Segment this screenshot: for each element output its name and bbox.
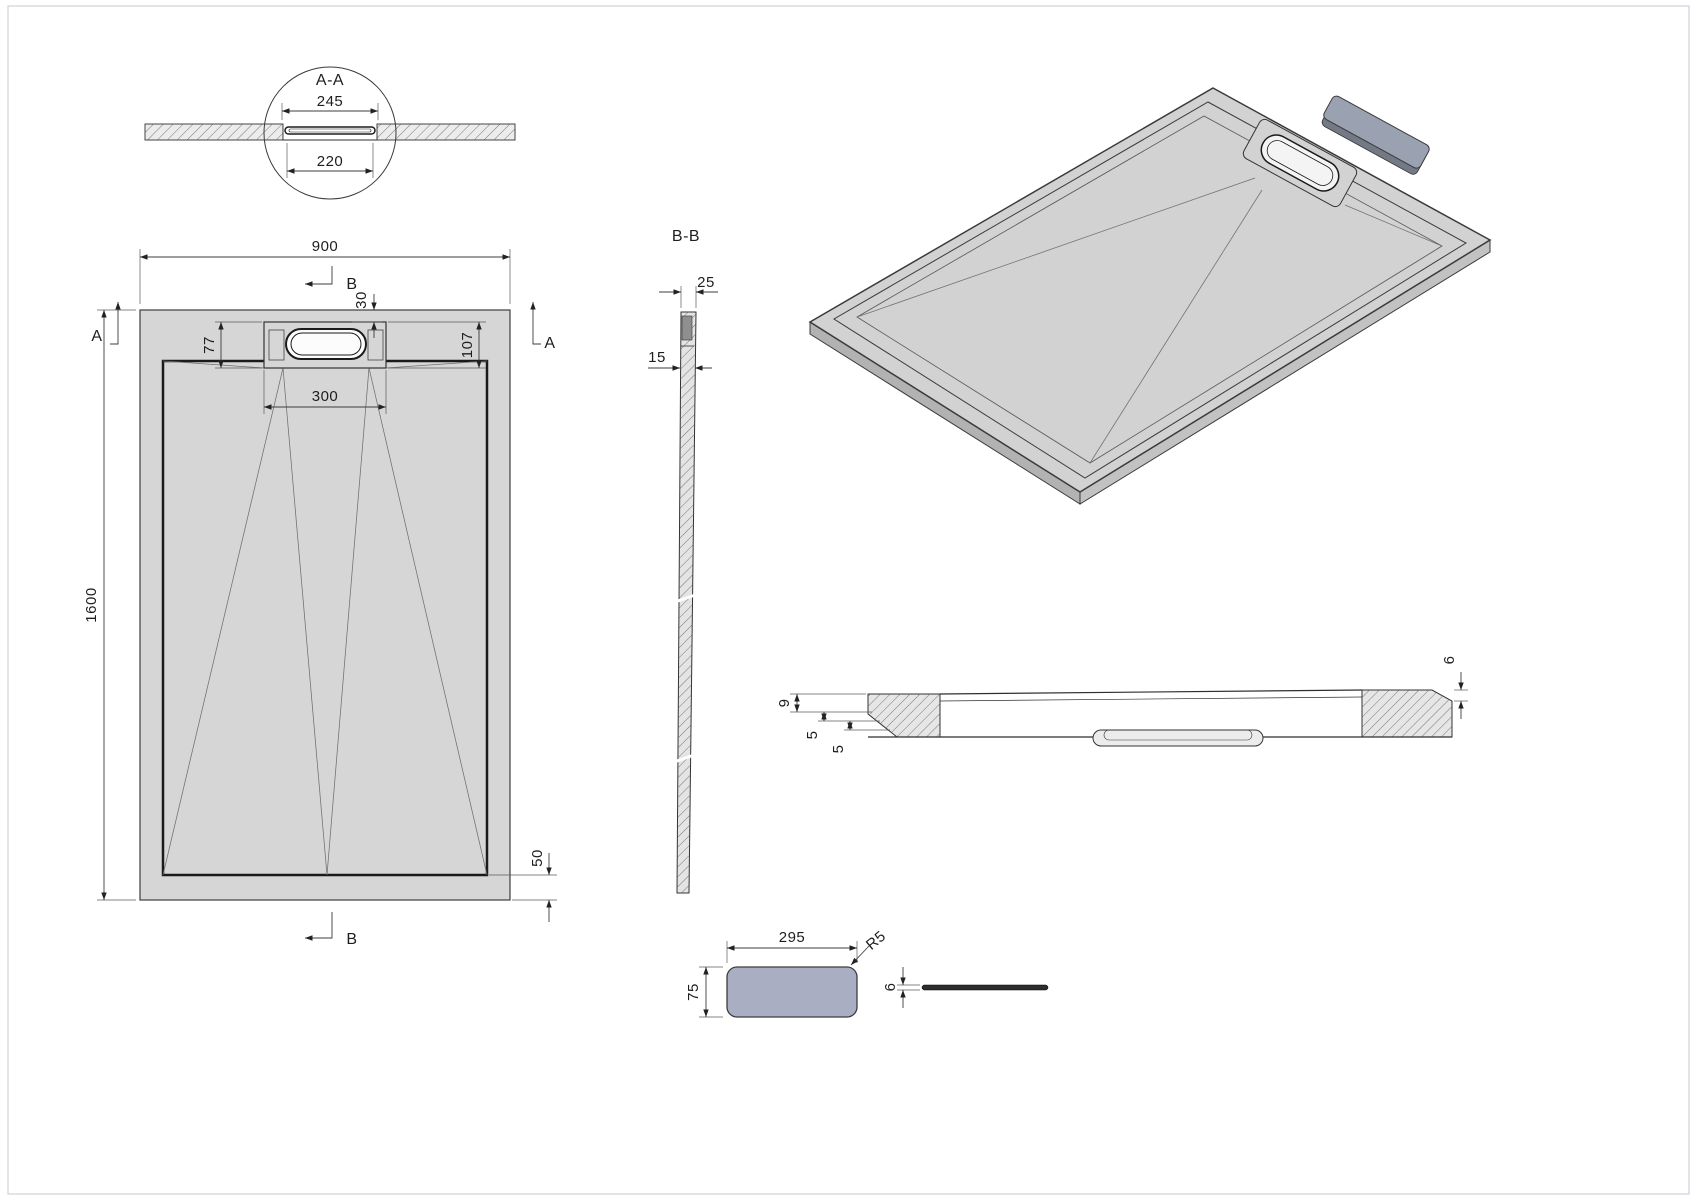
dim-900: 900: [139, 238, 511, 304]
dim-295-text: 295: [779, 929, 806, 946]
dim-25: 25: [659, 274, 718, 308]
section-label-a-left: A: [91, 328, 102, 345]
detail-view-a-a: A-A 245 220: [144, 66, 516, 200]
dim-245: 245: [281, 93, 379, 120]
tray-3d-rim: [833, 101, 1467, 479]
dim-77-text: 77: [201, 336, 218, 354]
dim-25-text: 25: [697, 274, 715, 291]
dim-6-cover: 6: [882, 967, 920, 1008]
dim-245-text: 245: [317, 93, 344, 110]
drain-recess: [263, 321, 387, 369]
drain-dome-section: [1092, 729, 1264, 747]
dim-9-text: 9: [776, 699, 793, 708]
plan-view: 900 1600 77 107 30: [83, 238, 557, 948]
dim-77: 77: [201, 321, 262, 369]
isometric-view: [808, 87, 1492, 505]
dim-9: 9: [776, 693, 872, 713]
section-arrow-b-bottom: B: [305, 912, 357, 948]
side-section-view: 6 9 5 5: [776, 656, 1468, 753]
dim-6-lip: 6: [1441, 656, 1468, 719]
section-arrow-b-top: B: [305, 266, 357, 293]
section-bb-label: B-B: [672, 228, 700, 245]
dim-5-a: 5: [804, 712, 880, 739]
section-view-b-b: B-B 25 15: [648, 228, 718, 894]
dim-300-text: 300: [312, 388, 339, 405]
sheet-border: [7, 5, 1690, 1195]
dim-107-text: 107: [459, 332, 476, 359]
dim-r5-text: R5: [863, 928, 889, 954]
dim-5-a-text: 5: [804, 731, 821, 740]
dim-5-b: 5: [830, 721, 890, 753]
dim-75: 75: [685, 966, 723, 1018]
tray-inner-rim: [161, 359, 489, 877]
dim-220-text: 220: [317, 153, 344, 170]
drain-cover-top: [285, 328, 367, 360]
dim-5-b-text: 5: [830, 745, 847, 754]
dim-220: 220: [286, 143, 374, 178]
dim-6-cover-text: 6: [882, 983, 899, 992]
dim-15: 15: [648, 349, 712, 371]
section-label-b-top: B: [346, 276, 357, 293]
edge-section-bar: [144, 123, 516, 141]
dim-107: 107: [388, 321, 486, 369]
cover-3d: [1321, 95, 1430, 175]
detail-label: A-A: [316, 72, 344, 89]
slope-lines: [162, 360, 488, 876]
dim-295: 295: [726, 929, 858, 963]
drain-cover-section: [284, 126, 376, 135]
dim-75-text: 75: [685, 983, 702, 1001]
cover-top-view: [726, 966, 858, 1018]
dim-30-text: 30: [353, 291, 370, 309]
section-arrow-a-right: A: [530, 302, 555, 352]
dim-6-lip-text: 6: [1441, 656, 1458, 665]
section-label-b-bottom: B: [346, 931, 357, 948]
cover-detail-view: 295 75 R5 6: [685, 928, 1049, 1018]
dim-30: 30: [352, 291, 382, 338]
dim-1600: 1600: [83, 309, 136, 901]
tray-3d-slope-lines: [856, 177, 1443, 464]
dim-50-text: 50: [529, 849, 546, 867]
drain-3d: [1242, 118, 1358, 208]
section-arrow-a-left: A: [91, 302, 121, 345]
dim-1600-text: 1600: [83, 587, 100, 622]
dim-900-text: 900: [312, 238, 339, 255]
dim-15-text: 15: [648, 349, 666, 366]
section-label-a-right: A: [544, 335, 555, 352]
dim-50: 50: [489, 849, 557, 922]
detail-circle: [263, 66, 397, 200]
dim-300: 300: [263, 370, 387, 414]
bb-drain-notch: [681, 315, 693, 341]
cover-side-view: [921, 984, 1049, 991]
